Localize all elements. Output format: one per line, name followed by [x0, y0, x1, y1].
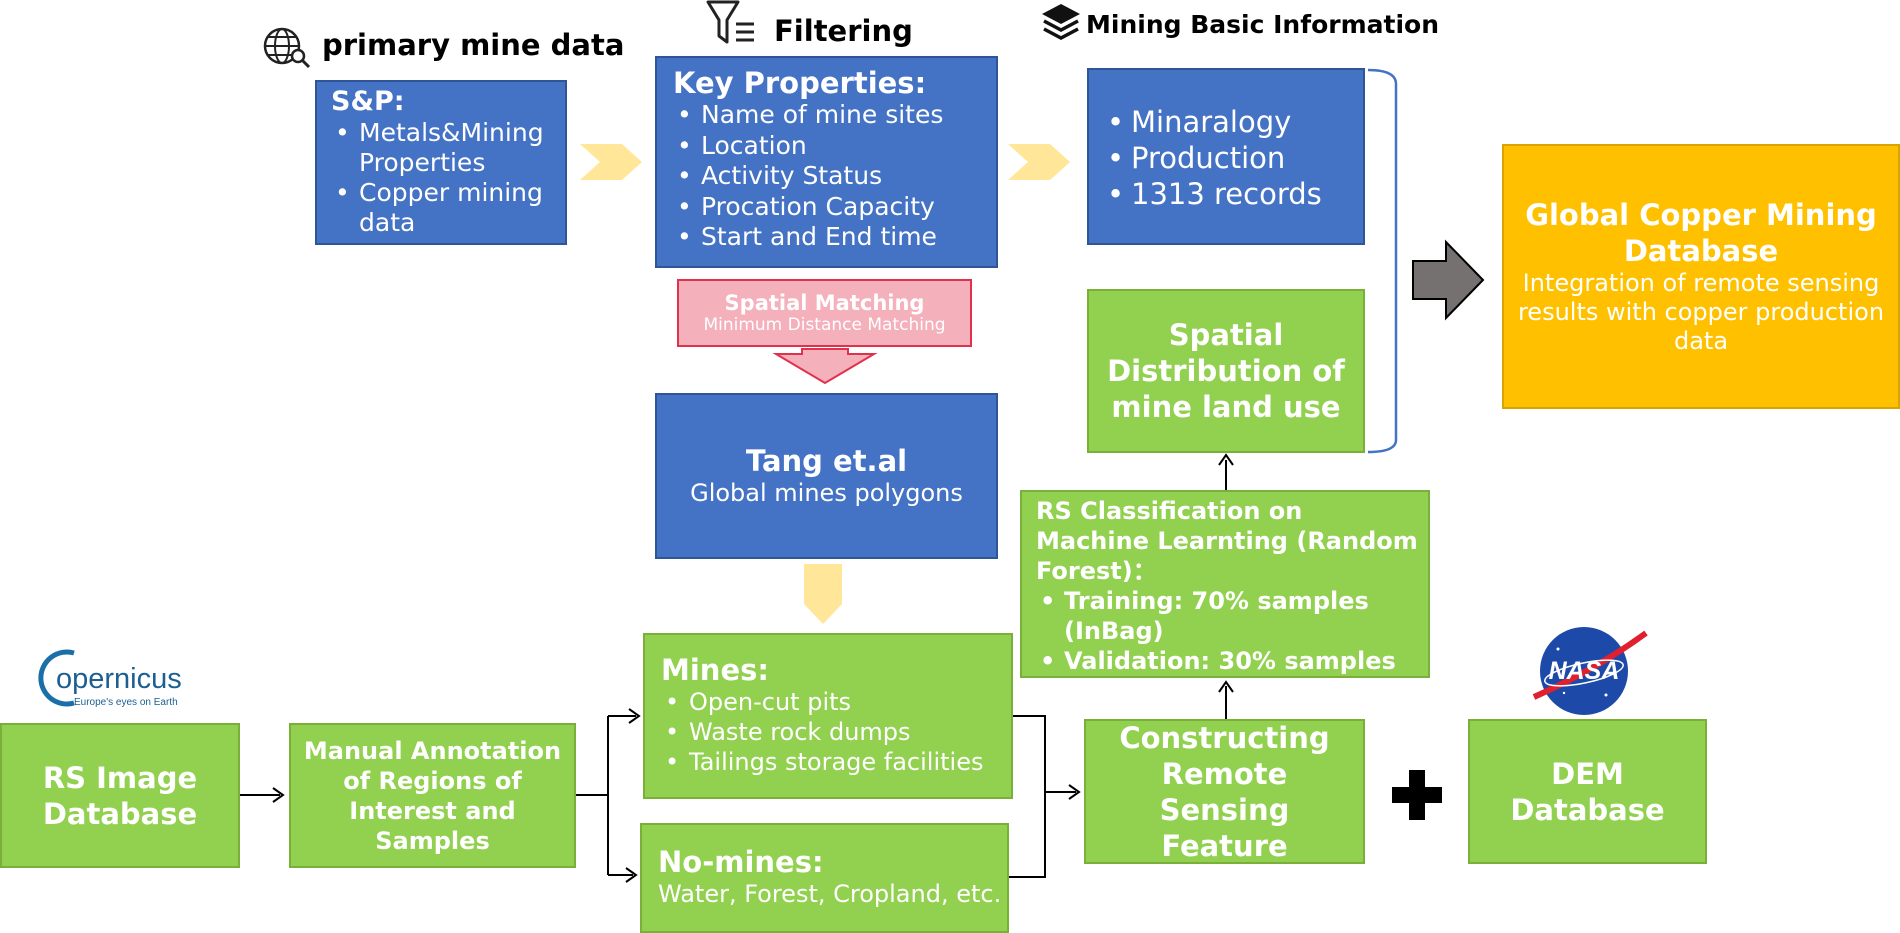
spatial-distribution-title: Spatial Distribution of mine land use	[1107, 318, 1345, 424]
filter-list-icon	[706, 0, 756, 48]
global-copper-db-box: Global Copper Mining Database Integratio…	[1502, 144, 1900, 409]
layers-stack-icon	[1040, 2, 1082, 46]
grouping-bracket	[1367, 68, 1398, 454]
key-property-item: Name of mine sites	[673, 100, 988, 131]
key-property-item: Activity Status	[673, 161, 988, 192]
chevron-arrow-right	[1008, 144, 1070, 180]
copernicus-name: opernicus	[56, 663, 182, 695]
arrowhead	[1068, 784, 1081, 800]
spatial-distribution-box: Spatial Distribution of mine land use	[1087, 289, 1365, 453]
basic-info-item: Minaralogy	[1103, 104, 1355, 140]
no-mines-box: No-mines: Water, Forest, Cropland, etc.	[640, 823, 1009, 933]
global-db-subtitle: Integration of remote sensing results wi…	[1517, 269, 1885, 355]
key-property-item: Start and End time	[673, 222, 988, 253]
spatial-matching-box: Spatial Matching Minimum Distance Matchi…	[677, 279, 972, 347]
key-properties-box: Key Properties: Name of mine sites Locat…	[655, 56, 998, 268]
nasa-wordmark: NASA	[1548, 657, 1620, 685]
global-db-title: Global Copper Mining Database	[1525, 198, 1877, 268]
dem-database-box: DEM Database	[1468, 719, 1707, 864]
key-property-item: Location	[673, 131, 988, 162]
mines-item: Open-cut pits	[661, 687, 1005, 717]
tang-subtitle: Global mines polygons	[690, 479, 963, 507]
rs-classification-box: RS Classification on Machine Learnting (…	[1020, 490, 1430, 678]
basic-info-item: 1313 records	[1103, 176, 1355, 212]
big-gray-arrow	[1412, 239, 1485, 321]
arrowhead	[272, 787, 285, 803]
rs-image-database-title: RS Image Database	[42, 760, 198, 831]
nasa-logo: NASA	[1530, 625, 1648, 717]
constructing-feature-title: Constructing Remote Sensing Feature	[1119, 720, 1330, 863]
down-arrow-pink	[772, 348, 878, 385]
arrowhead	[625, 867, 638, 883]
dem-database-title: DEM Database	[1510, 756, 1665, 827]
connector-line	[1009, 715, 1046, 878]
mines-box: Mines: Open-cut pits Waste rock dumps Ta…	[643, 633, 1013, 799]
rs-image-database-box: RS Image Database	[0, 723, 240, 868]
manual-annotation-box: Manual Annotation of Regions of Interest…	[289, 723, 576, 868]
rs-classification-item: Training: 70% samples (InBag)	[1036, 586, 1422, 646]
key-properties-title: Key Properties:	[673, 66, 927, 100]
sp-box: S&P: Metals&Mining Properties Copper min…	[315, 80, 567, 245]
spatial-matching-title: Spatial Matching	[724, 291, 925, 315]
key-property-item: Procation Capacity	[673, 192, 988, 223]
tang-title: Tang et.al	[745, 444, 908, 478]
sp-item: Metals&Mining Properties	[331, 118, 557, 178]
primary-data-header: primary mine data	[322, 28, 625, 62]
no-mines-subtitle: Water, Forest, Cropland, etc.	[658, 880, 1002, 908]
mines-title: Mines:	[661, 653, 769, 687]
mines-item: Waste rock dumps	[661, 717, 1005, 747]
basic-info-box: Minaralogy Production 1313 records	[1087, 68, 1365, 245]
basic-info-item: Production	[1103, 140, 1355, 176]
manual-annotation-title: Manual Annotation of Regions of Interest…	[303, 736, 562, 855]
arrowhead	[1218, 453, 1234, 466]
plus-icon	[1392, 770, 1442, 820]
spatial-matching-subtitle: Minimum Distance Matching	[703, 315, 946, 335]
copernicus-tagline: Europe's eyes on Earth	[74, 697, 178, 708]
filtering-header: Filtering	[774, 14, 913, 48]
sp-title: S&P:	[331, 86, 405, 117]
basic-info-header: Mining Basic Information	[1086, 10, 1440, 39]
mines-item: Tailings storage facilities	[661, 747, 1005, 777]
rs-classification-item: Validation: 30% samples (Out-of-Bag)	[1036, 646, 1422, 676]
arrowhead	[1218, 680, 1234, 693]
globe-search-icon	[262, 26, 312, 70]
rs-classification-title: RS Classification on Machine Learnting (…	[1036, 497, 1418, 585]
arrowhead	[628, 708, 641, 724]
sp-item: Copper mining data	[331, 178, 557, 238]
no-mines-title: No-mines:	[658, 845, 824, 879]
copernicus-logo: opernicus Europe's eyes on Earth	[28, 645, 208, 711]
chevron-arrow-right	[580, 144, 642, 180]
chevron-arrow-down	[804, 564, 842, 624]
constructing-feature-box: Constructing Remote Sensing Feature	[1084, 719, 1365, 864]
tang-box: Tang et.al Global mines polygons	[655, 393, 998, 559]
